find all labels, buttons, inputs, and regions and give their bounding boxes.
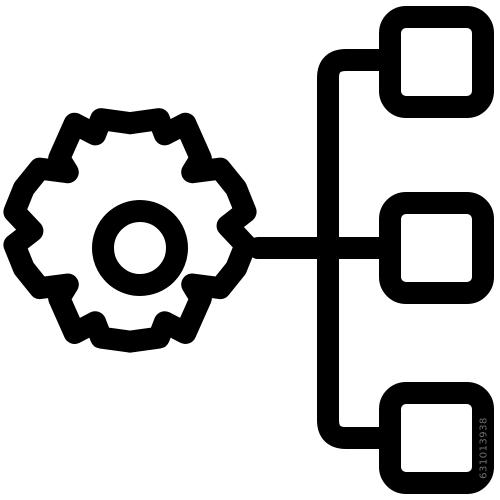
gear-icon <box>3 108 257 353</box>
node-square-middle <box>379 192 494 304</box>
gear-hub-circle <box>92 200 188 296</box>
node-square-bottom <box>379 382 494 494</box>
stock-id-label: 631013938 <box>478 417 490 479</box>
node-square-top <box>379 6 494 118</box>
